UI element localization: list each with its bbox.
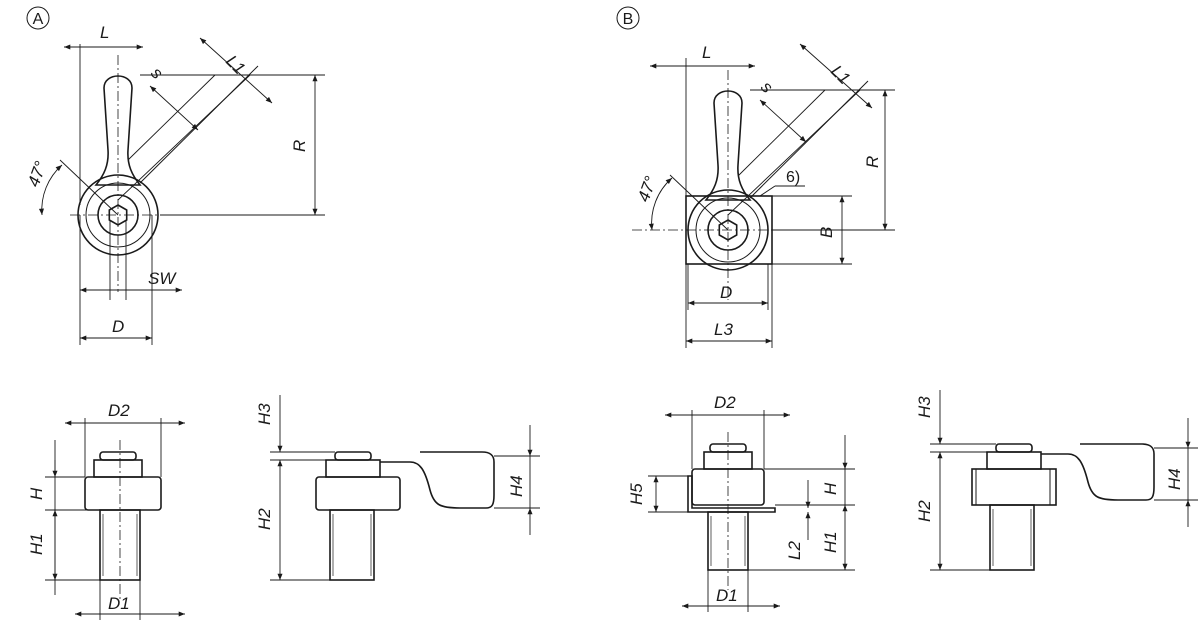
dim-H2-a: H2 (255, 508, 274, 530)
variant-a-top-view: A L R L1 s 47° SW (24, 6, 325, 345)
dim-H-b: H (821, 482, 840, 495)
dim-H1-b: H1 (821, 531, 840, 553)
variant-a-front-view: D2 H H1 D1 (27, 401, 186, 620)
variant-b-marker-circle (616, 6, 640, 30)
dim-L: L (100, 23, 109, 42)
dim-D1-b: D1 (716, 586, 738, 605)
dim-D1-a: D1 (108, 594, 130, 613)
dim-D2-b: D2 (714, 393, 736, 412)
dim-angle: 47° (24, 159, 51, 190)
dim-L2: L2 (785, 541, 804, 560)
dim-H4-b: H4 (1165, 468, 1184, 490)
dim-D-b: D (720, 283, 732, 302)
dim-R: R (290, 140, 309, 152)
dim-D: D (112, 317, 124, 336)
dim-H5: H5 (627, 483, 646, 505)
variant-a-marker-circle (26, 6, 50, 30)
dim-L3: L3 (714, 320, 733, 339)
dim-H3-b: H3 (915, 396, 934, 418)
variant-a-side-view: H3 H2 H4 (255, 395, 540, 581)
dim-L1: L1 (222, 51, 249, 78)
dim-L1-b: L1 (827, 61, 854, 88)
variant-b-front-view: D2 H5 H H1 L2 D1 (627, 393, 855, 612)
dim-H3-a: H3 (255, 403, 274, 425)
variant-b-marker: B (623, 11, 634, 28)
note-6: 6) (786, 169, 800, 186)
dim-line-s (149, 85, 199, 131)
dim-arc-angle (38, 164, 63, 216)
variant-a-marker: A (33, 11, 44, 28)
dim-H4-a: H4 (507, 475, 526, 497)
dim-s: s (147, 63, 167, 83)
variant-b-side-view: H3 H2 H4 (915, 390, 1198, 571)
dim-L-b: L (702, 43, 711, 62)
dim-D2-a: D2 (108, 401, 130, 420)
variant-b-top-view: B L R B L1 s 6) (616, 6, 895, 348)
dim-line-L1 (199, 37, 273, 104)
dim-H-a: H (27, 487, 46, 500)
lever-handle (94, 75, 142, 186)
dim-H1-a: H1 (27, 533, 46, 555)
dim-H2-b: H2 (915, 500, 934, 522)
dim-SW: SW (148, 269, 177, 288)
dim-s-b: s (757, 77, 777, 97)
dim-R-b: R (863, 156, 882, 168)
dim-B: B (817, 227, 836, 238)
